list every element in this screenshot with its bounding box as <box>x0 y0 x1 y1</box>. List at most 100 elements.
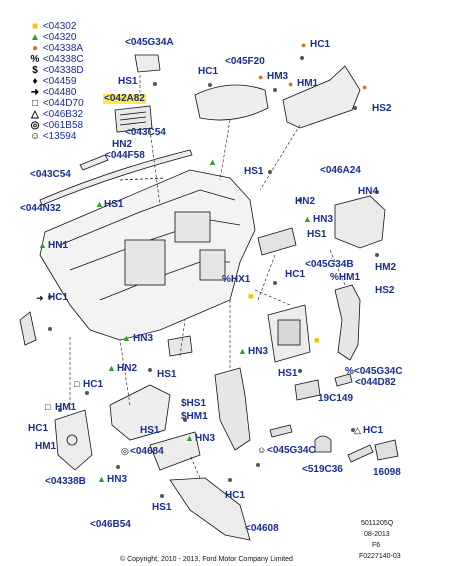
callout-label: <045F20 <box>225 56 265 67</box>
arrow-icon: ➜ <box>36 293 44 303</box>
callout-label: %HM1 <box>330 272 361 283</box>
green-triangle-icon: ▲ <box>107 363 116 373</box>
cluster-bezel-part <box>109 384 171 441</box>
callout-label: HC1 <box>285 269 306 280</box>
callout-label: HS2 <box>372 103 392 114</box>
callout-label: HS1 <box>244 166 264 177</box>
clip-part <box>269 424 293 438</box>
diagram-id: 5011205Q <box>361 520 394 527</box>
callout-label: HC1 <box>28 423 49 434</box>
dollar-icon: $ <box>32 65 38 76</box>
callout-label: <045G34A <box>125 37 174 48</box>
knob-part <box>314 435 332 453</box>
callout-label: HS1 <box>157 369 177 380</box>
legend-code: <04338D <box>42 65 84 76</box>
green-triangle-icon: ▲ <box>30 32 40 43</box>
callout-label: <519C36 <box>302 464 343 475</box>
legend-code: <04480 <box>42 87 77 98</box>
callout-label: HS1 <box>118 76 138 87</box>
callout-label: HM1 <box>55 402 77 413</box>
small-bracket-part <box>294 379 321 401</box>
legend-code: <04320 <box>42 32 77 43</box>
smiley-icon: ☺ <box>30 131 41 142</box>
legend-code: <04338A <box>42 43 84 54</box>
yellow-square-icon: ■ <box>314 335 320 345</box>
callout-label: <045G34C <box>267 445 316 456</box>
grille-part <box>79 154 109 171</box>
orange-dot-icon: ● <box>31 43 39 54</box>
legend-item: ■ <04302 <box>30 22 76 32</box>
callout-label: HM2 <box>375 262 397 273</box>
left-end-panel-part <box>54 409 93 471</box>
legend-code: <046B32 <box>42 109 84 120</box>
switch-part <box>334 373 353 387</box>
callout-label: <04608 <box>245 523 279 534</box>
legend-item: □ <044D70 <box>30 99 84 109</box>
callout-label: HS1 <box>307 229 327 240</box>
legend-code: <04302 <box>42 21 77 32</box>
legend-code: <13594 <box>42 131 77 142</box>
diamond-icon: ♦ <box>32 76 38 87</box>
callout-label: HS2 <box>375 285 395 296</box>
green-triangle-icon: ▲ <box>238 346 247 356</box>
callout-label: HN2 <box>112 139 133 150</box>
yellow-square-icon: ■ <box>31 21 39 32</box>
orange-dot-icon: ● <box>288 79 294 89</box>
knee-bolster-part <box>169 477 251 541</box>
callout-label: <044D82 <box>355 377 396 388</box>
callout-label: <04338B <box>45 476 86 487</box>
bullseye-icon: ◎ <box>30 120 40 131</box>
callout-label: HM1 <box>297 78 319 89</box>
callout-label-highlighted: <042A82 <box>103 93 146 104</box>
callout-label: HS1 <box>278 368 298 379</box>
legend-item: ☺ <13594 <box>30 132 76 142</box>
legend-item: △ <046B32 <box>30 110 83 120</box>
callout-label: HN1 <box>48 240 69 251</box>
green-triangle-icon: ▲ <box>122 333 131 343</box>
bracket-part <box>134 54 161 73</box>
callout-label: <046B54 <box>90 519 131 530</box>
callout-label: HN3 <box>313 214 334 225</box>
legend-code: <044D70 <box>42 98 84 109</box>
callout-label: <044F58 <box>105 150 145 161</box>
legend-item: ● <04338A <box>30 44 83 54</box>
green-triangle-icon: ▲ <box>303 214 312 224</box>
diagram-date: 08-2013 <box>364 531 390 538</box>
copyright: © Copyright, 2010 - 2013, Ford Motor Com… <box>120 556 293 563</box>
callout-label: HC1 <box>225 490 246 501</box>
callout-label: <044N32 <box>20 203 61 214</box>
lower-panel-part <box>149 431 201 471</box>
legend-code: <061B58 <box>42 120 84 131</box>
callout-label: $HM1 <box>181 411 208 422</box>
callout-label: HS1 <box>104 199 124 210</box>
green-triangle-icon: ▲ <box>97 474 106 484</box>
legend-item: $ <04338D <box>30 65 84 76</box>
open-square-icon: □ <box>45 402 51 412</box>
center-bracket-part <box>257 227 297 256</box>
open-square-icon: □ <box>74 379 80 389</box>
callout-label: HC1 <box>48 292 69 303</box>
callout-label: <045G34B <box>305 259 354 270</box>
legend-item: ◎ <061B58 <box>30 121 83 131</box>
smiley-icon: ☺ <box>257 445 267 455</box>
callout-label: <043C54 <box>125 127 166 138</box>
diagram-ref: F0227140-03 <box>359 553 401 560</box>
callout-label: 16098 <box>373 467 401 478</box>
glove-box-part <box>334 195 386 249</box>
callout-label: HN2 <box>117 363 138 374</box>
callout-label: HN3 <box>248 346 269 357</box>
callout-label: HM1 <box>35 441 57 452</box>
legend-item: ▲ <04320 <box>30 33 76 43</box>
callout-label: HN2 <box>295 196 316 207</box>
callout-label: HN4 <box>358 186 379 197</box>
legend-code: <04338C <box>42 54 84 65</box>
callout-label: $HS1 <box>181 398 207 409</box>
green-triangle-icon: ▲ <box>208 157 217 167</box>
arrow-icon: ➜ <box>30 87 40 98</box>
open-triangle-icon: △ <box>354 425 361 435</box>
orange-dot-icon: ● <box>258 72 264 82</box>
defroster-strip-part <box>39 149 193 206</box>
green-triangle-icon: ▲ <box>185 433 194 443</box>
callout-label: %HX1 <box>222 274 251 285</box>
yellow-square-icon: ■ <box>248 291 254 301</box>
